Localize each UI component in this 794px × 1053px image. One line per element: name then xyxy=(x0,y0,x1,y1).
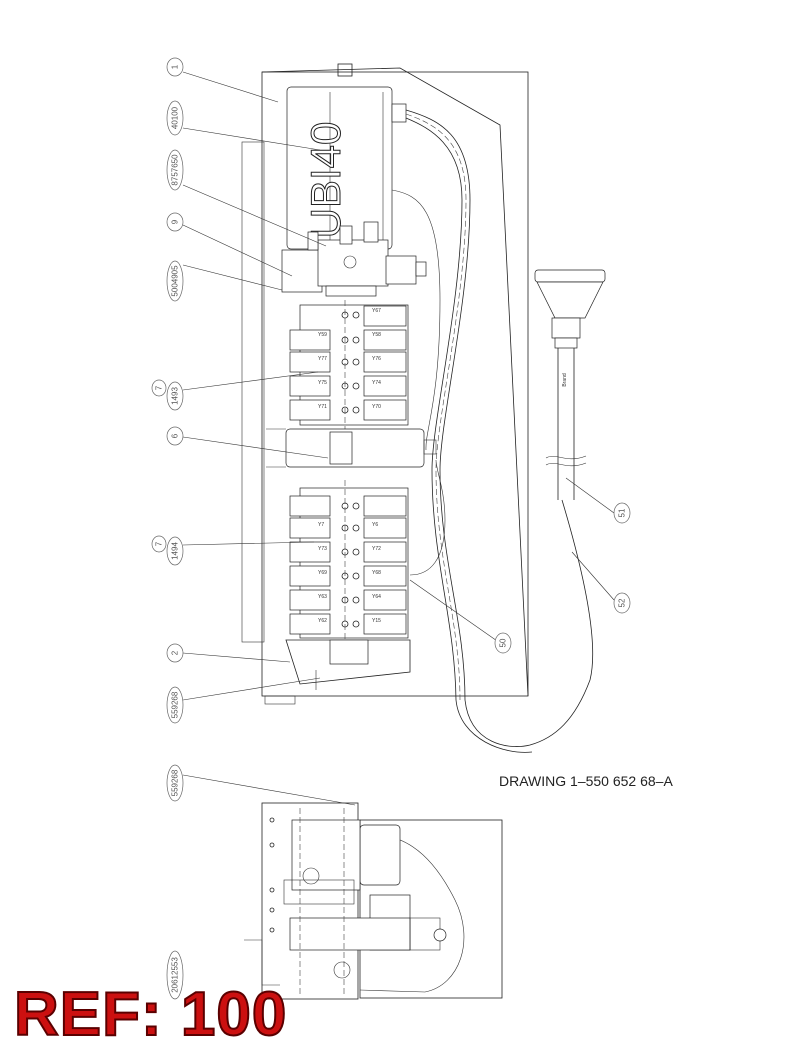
callout-7: 1493 xyxy=(166,381,184,411)
callout-8: 6 xyxy=(166,426,184,446)
callout-12: 559268 xyxy=(166,686,184,724)
callout-6-text: 7 xyxy=(155,385,164,390)
callout-16-text: 559268 xyxy=(171,769,180,796)
callout-15-text: 50 xyxy=(499,638,508,647)
valve-label-y72: Y72 xyxy=(372,546,381,552)
callout-1-text: 1 xyxy=(171,64,180,69)
callout-9-text: 7 xyxy=(155,541,164,546)
valve-label-y63: Y63 xyxy=(318,594,327,600)
valve-label-y15: Y15 xyxy=(372,618,381,624)
bottom-detail-view xyxy=(244,802,503,1000)
valve-label-y67: Y67 xyxy=(372,308,381,314)
hose-harness xyxy=(391,109,594,753)
upper-valve-bank: Y67 Y59 Y58 Y77 Y76 Y75 Y74 Y71 Y70 xyxy=(289,300,409,430)
valve-label-y69: Y69 xyxy=(318,570,327,576)
callout-1: 1 xyxy=(166,57,184,77)
callout-7-text: 1493 xyxy=(171,387,180,405)
valve-label-y7: Y7 xyxy=(318,522,324,528)
callout-9: 7 xyxy=(151,535,167,553)
callout-16: 559268 xyxy=(166,764,184,802)
callout-3-text: 8757650 xyxy=(171,154,180,186)
valve-label-y77: Y77 xyxy=(318,356,327,362)
callout-3: 8757650 xyxy=(166,149,184,191)
bottom-tray xyxy=(285,639,411,690)
valve-label-y64: Y64 xyxy=(372,594,381,600)
callout-4: 9 xyxy=(166,212,184,232)
valve-label-y59: Y59 xyxy=(318,332,327,338)
valve-label-y75: Y75 xyxy=(318,380,327,386)
cable-marking: Brand xyxy=(562,373,568,387)
valve-label-y76: Y76 xyxy=(372,356,381,362)
leader-lines xyxy=(182,71,615,806)
callout-4-text: 9 xyxy=(171,219,180,224)
drawing-number: DRAWING 1–550 652 68–A xyxy=(499,773,673,789)
callout-10: 1494 xyxy=(166,536,184,566)
valve-label-y73: Y73 xyxy=(318,546,327,552)
callout-10-text: 1494 xyxy=(171,542,180,560)
callout-13-text: 51 xyxy=(618,508,627,517)
lower-valve-bank: Y7 Y6 Y73 Y72 Y69 Y68 Y63 Y64 Y62 Y15 xyxy=(289,480,409,645)
unit-marking: UBI40 xyxy=(302,122,349,239)
valve-label-y62: Y62 xyxy=(318,618,327,624)
callout-5: 5004905 xyxy=(166,260,184,302)
valve-label-y71: Y71 xyxy=(318,404,327,410)
callout-8-text: 6 xyxy=(171,433,180,438)
callout-17-text: 20612553 xyxy=(171,957,180,993)
valve-label-y74: Y74 xyxy=(372,380,381,386)
callout-6: 7 xyxy=(151,379,167,397)
callout-14: 52 xyxy=(613,592,631,614)
ref-label: REF: 100 xyxy=(13,980,288,1049)
valve-label-y6: Y6 xyxy=(372,522,378,528)
cable-plug: Brand xyxy=(534,269,606,500)
callout-12-text: 559268 xyxy=(171,691,180,718)
ubi40-unit: UBI40 xyxy=(286,86,407,250)
callout-13: 51 xyxy=(613,502,631,524)
top-manifold xyxy=(281,221,427,297)
valve-label-y58: Y58 xyxy=(372,332,381,338)
main-frame xyxy=(241,63,529,705)
callout-2: 40100 xyxy=(166,100,184,136)
callout-2-text: 40100 xyxy=(171,106,180,129)
middle-cylinder xyxy=(266,428,437,468)
callout-17: 20612553 xyxy=(166,950,184,1000)
callout-11-text: 2 xyxy=(171,650,180,655)
callout-11: 2 xyxy=(166,643,184,663)
callout-5-text: 5004905 xyxy=(171,265,180,297)
valve-label-y70: Y70 xyxy=(372,404,381,410)
callout-14-text: 52 xyxy=(618,598,627,607)
valve-label-y68: Y68 xyxy=(372,570,381,576)
callout-15: 50 xyxy=(494,632,512,654)
